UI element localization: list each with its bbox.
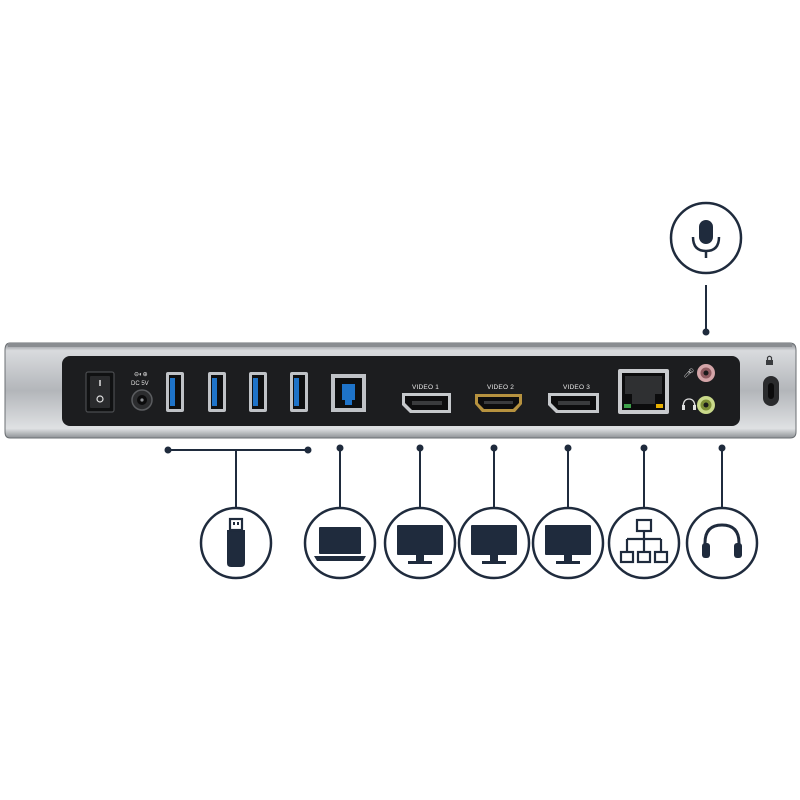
callout-microphone bbox=[669, 201, 743, 275]
dc-power-port[interactable]: ⊖◐⊕ DC 5V bbox=[131, 372, 153, 411]
callout-lines bbox=[164, 285, 726, 508]
mic-symbol: 🎤︎ bbox=[683, 368, 694, 379]
displayport-connector[interactable] bbox=[402, 393, 451, 413]
callout-monitor-1 bbox=[383, 506, 457, 580]
dc-label: DC 5V bbox=[131, 381, 149, 387]
usb-a-port[interactable] bbox=[208, 372, 226, 412]
audio-ports: 🎤︎ bbox=[682, 364, 715, 414]
microphone-icon bbox=[691, 220, 721, 258]
usb-a-port[interactable] bbox=[290, 372, 308, 412]
network-icon bbox=[619, 518, 669, 564]
headphone-symbol bbox=[682, 398, 696, 410]
usb3-ports bbox=[166, 372, 308, 412]
power-switch[interactable] bbox=[85, 371, 115, 413]
usb-b-port[interactable] bbox=[331, 374, 366, 412]
port-label: VIDEO 3 bbox=[563, 384, 590, 391]
ethernet-port[interactable] bbox=[618, 369, 669, 414]
hdmi-connector[interactable] bbox=[475, 394, 522, 412]
usb-a-port[interactable] bbox=[249, 372, 267, 412]
laptop-icon bbox=[314, 527, 366, 561]
security-lock-slot[interactable] bbox=[763, 355, 779, 406]
displayport-connector[interactable] bbox=[548, 393, 599, 413]
video-output-2: VIDEO 2 bbox=[475, 384, 522, 412]
callout-monitor-3 bbox=[531, 506, 605, 580]
lock-icon bbox=[766, 355, 773, 365]
monitor-icon bbox=[471, 525, 517, 564]
monitor-icon bbox=[545, 525, 591, 564]
mic-jack[interactable] bbox=[697, 364, 715, 382]
callout-usb bbox=[199, 506, 273, 580]
video-output-1: VIDEO 1 bbox=[402, 384, 451, 413]
headphone-jack[interactable] bbox=[697, 396, 715, 414]
usb-drive-icon bbox=[227, 517, 245, 567]
callout-monitor-2 bbox=[457, 506, 531, 580]
video-output-3: VIDEO 3 bbox=[548, 384, 599, 413]
monitor-icon bbox=[397, 525, 443, 564]
dc-polarity-symbol: ⊖◐⊕ bbox=[134, 372, 148, 378]
docking-station bbox=[4, 342, 797, 439]
callout-laptop bbox=[303, 506, 377, 580]
usb-a-port[interactable] bbox=[166, 372, 184, 412]
chassis-top-edge bbox=[8, 343, 792, 347]
port-label: VIDEO 1 bbox=[412, 384, 439, 391]
port-label: VIDEO 2 bbox=[487, 384, 514, 391]
headphones-icon bbox=[702, 523, 742, 558]
callout-headphones bbox=[685, 506, 759, 580]
callout-icons bbox=[199, 201, 759, 580]
callout-network bbox=[607, 506, 681, 580]
